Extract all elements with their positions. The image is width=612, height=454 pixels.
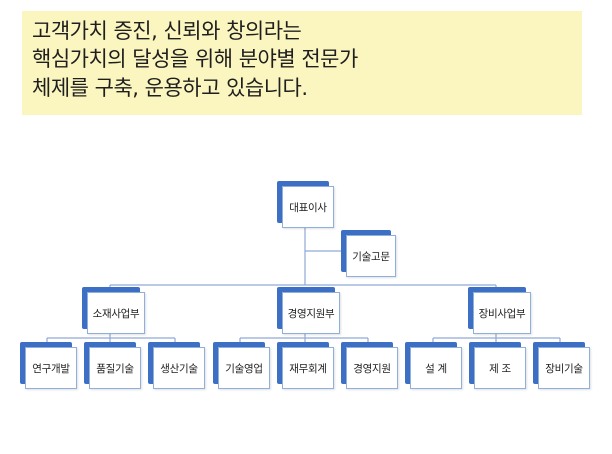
node-label: 생산기술 <box>153 347 205 389</box>
node-label: 장비기술 <box>538 347 590 389</box>
node-label: 연구개발 <box>25 347 77 389</box>
node-label: 대표이사 <box>282 186 334 228</box>
intro-line-2: 핵심가치의 달성을 위해 분야별 전문가 <box>32 47 358 71</box>
node-label: 경영지원부 <box>282 292 340 334</box>
intro-line-3: 체제를 구축, 운용하고 있습니다. <box>32 76 308 100</box>
node-label: 품질기술 <box>89 347 141 389</box>
intro-line-1: 고객가치 증진, 신뢰와 창의라는 <box>32 19 302 43</box>
node-label: 장비사업부 <box>473 292 531 334</box>
node-label: 재무회계 <box>282 347 334 389</box>
node-label: 기술고문 <box>346 235 396 277</box>
node-label: 설 계 <box>410 347 462 389</box>
node-label: 소재사업부 <box>87 292 145 334</box>
intro-banner <box>22 11 582 115</box>
node-label: 제 조 <box>474 347 526 389</box>
node-label: 기술영업 <box>218 347 270 389</box>
node-label: 경영지원 <box>346 347 398 389</box>
